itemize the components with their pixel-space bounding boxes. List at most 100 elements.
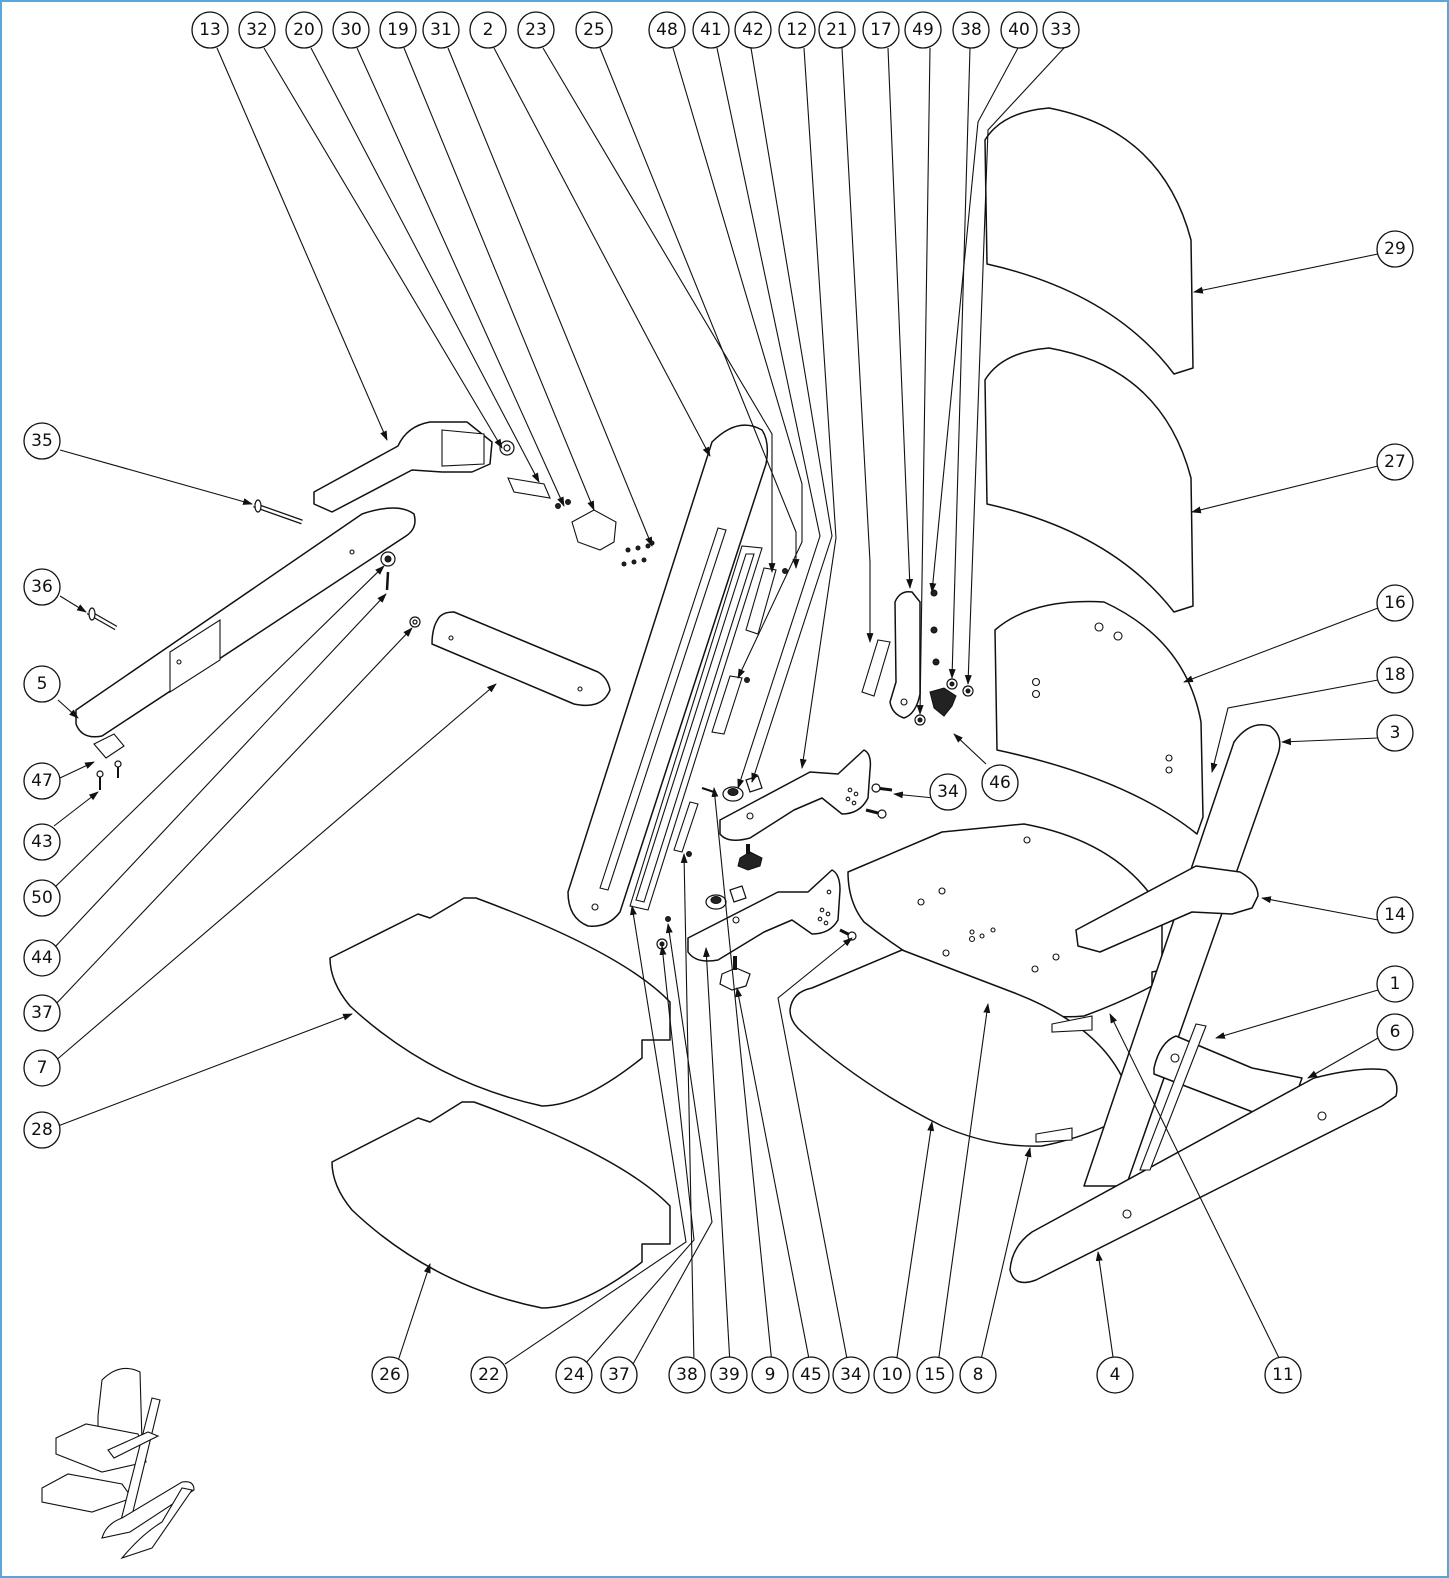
callout-14: 14 xyxy=(1376,896,1414,934)
callout-9: 9 xyxy=(751,1356,789,1394)
corner-bracket xyxy=(93,733,125,759)
backrest-panel-upper xyxy=(984,107,1194,375)
callout-21: 21 xyxy=(818,11,856,49)
svg-text:45: 45 xyxy=(800,1365,822,1385)
svg-text:10: 10 xyxy=(881,1365,903,1385)
callout-36: 36 xyxy=(23,568,61,606)
callout-28: 28 xyxy=(23,1111,61,1149)
screws-31 xyxy=(621,540,655,567)
star-knob-lower xyxy=(719,956,751,991)
callout-48: 48 xyxy=(648,11,686,49)
callout-47: 47 xyxy=(23,762,61,800)
screws-43 xyxy=(96,760,122,790)
callout-17: 17 xyxy=(862,11,900,49)
seat-holes xyxy=(917,836,1060,973)
callout-44: 44 xyxy=(23,939,61,977)
fitting-37 xyxy=(409,616,421,628)
callout-27: 27 xyxy=(1376,443,1414,481)
svg-text:24: 24 xyxy=(563,1365,585,1385)
svg-text:19: 19 xyxy=(387,20,409,40)
small-plate xyxy=(507,477,551,499)
svg-text:38: 38 xyxy=(960,20,982,40)
svg-text:21: 21 xyxy=(826,20,848,40)
svg-text:34: 34 xyxy=(937,782,959,802)
callout-15: 15 xyxy=(916,1356,954,1394)
svg-text:5: 5 xyxy=(37,674,48,694)
base-rail-4 xyxy=(1009,1068,1398,1284)
armrest-14 xyxy=(1075,865,1259,953)
seat-board-28 xyxy=(329,897,671,1107)
nut-lower xyxy=(729,885,747,903)
knob-50 xyxy=(380,551,396,567)
callout-13: 13 xyxy=(191,11,229,49)
svg-text:46: 46 xyxy=(989,773,1011,793)
callout-24: 24 xyxy=(555,1356,593,1394)
svg-text:14: 14 xyxy=(1384,905,1406,925)
callout-38: 38 xyxy=(952,11,990,49)
nut-42 xyxy=(745,775,763,793)
callout-37-bottom: 37 xyxy=(600,1356,638,1394)
svg-text:50: 50 xyxy=(31,888,53,908)
svg-text:3: 3 xyxy=(1390,723,1401,743)
svg-text:22: 22 xyxy=(478,1365,500,1385)
callout-31: 31 xyxy=(422,11,460,49)
svg-text:25: 25 xyxy=(583,20,605,40)
svg-text:47: 47 xyxy=(31,771,53,791)
svg-text:26: 26 xyxy=(379,1365,401,1385)
svg-text:37: 37 xyxy=(608,1365,630,1385)
svg-text:31: 31 xyxy=(430,20,452,40)
callout-12: 12 xyxy=(778,11,816,49)
svg-text:33: 33 xyxy=(1050,20,1072,40)
svg-text:34: 34 xyxy=(840,1365,862,1385)
knob-46 xyxy=(929,687,957,717)
svg-text:11: 11 xyxy=(1272,1365,1294,1385)
callout-50: 50 xyxy=(23,879,61,917)
svg-text:39: 39 xyxy=(718,1365,740,1385)
backrest-panel-middle xyxy=(984,347,1194,613)
callout-34-upper: 34 xyxy=(929,773,967,811)
dowel-36 xyxy=(86,607,118,631)
bolt-44 xyxy=(385,571,390,591)
bolts-34 xyxy=(839,783,893,941)
callout-40: 40 xyxy=(1000,11,1038,49)
svg-text:29: 29 xyxy=(1384,239,1406,259)
svg-text:41: 41 xyxy=(700,20,722,40)
seat-panel-15 xyxy=(847,823,1163,1018)
svg-text:32: 32 xyxy=(246,20,268,40)
callout-38-bottom: 38 xyxy=(668,1356,706,1394)
svg-text:42: 42 xyxy=(742,20,764,40)
svg-text:35: 35 xyxy=(31,431,53,451)
callout-43: 43 xyxy=(23,823,61,861)
callout-39: 39 xyxy=(710,1356,748,1394)
svg-text:28: 28 xyxy=(31,1120,53,1140)
holes-lower-plate xyxy=(817,889,832,926)
callout-5: 5 xyxy=(23,665,61,703)
side-rail xyxy=(75,507,416,738)
callout-8: 8 xyxy=(959,1356,997,1394)
cap-41 xyxy=(722,786,744,802)
callout-26: 26 xyxy=(371,1356,409,1394)
svg-text:20: 20 xyxy=(293,20,315,40)
callout-33: 33 xyxy=(1042,11,1080,49)
callout-19: 19 xyxy=(379,11,417,49)
svg-text:4: 4 xyxy=(1110,1365,1121,1385)
screws-49 xyxy=(914,589,940,726)
callout-4: 4 xyxy=(1096,1356,1134,1394)
screws-misc xyxy=(665,568,788,922)
svg-text:18: 18 xyxy=(1384,665,1406,685)
svg-text:9: 9 xyxy=(765,1365,776,1385)
svg-text:6: 6 xyxy=(1390,1022,1401,1042)
callout-30: 30 xyxy=(332,11,370,49)
svg-text:8: 8 xyxy=(973,1365,984,1385)
svg-text:23: 23 xyxy=(525,20,547,40)
svg-text:12: 12 xyxy=(786,20,808,40)
callout-35: 35 xyxy=(23,422,61,460)
svg-text:38: 38 xyxy=(676,1365,698,1385)
footrest-board-26 xyxy=(331,1101,671,1309)
callout-41: 41 xyxy=(692,11,730,49)
callout-46: 46 xyxy=(981,764,1019,802)
bracket-plate-lower xyxy=(687,869,841,962)
callout-balloons: 13 32 20 30 19 31 2 23 25 48 41 42 12 21… xyxy=(23,11,1414,1394)
